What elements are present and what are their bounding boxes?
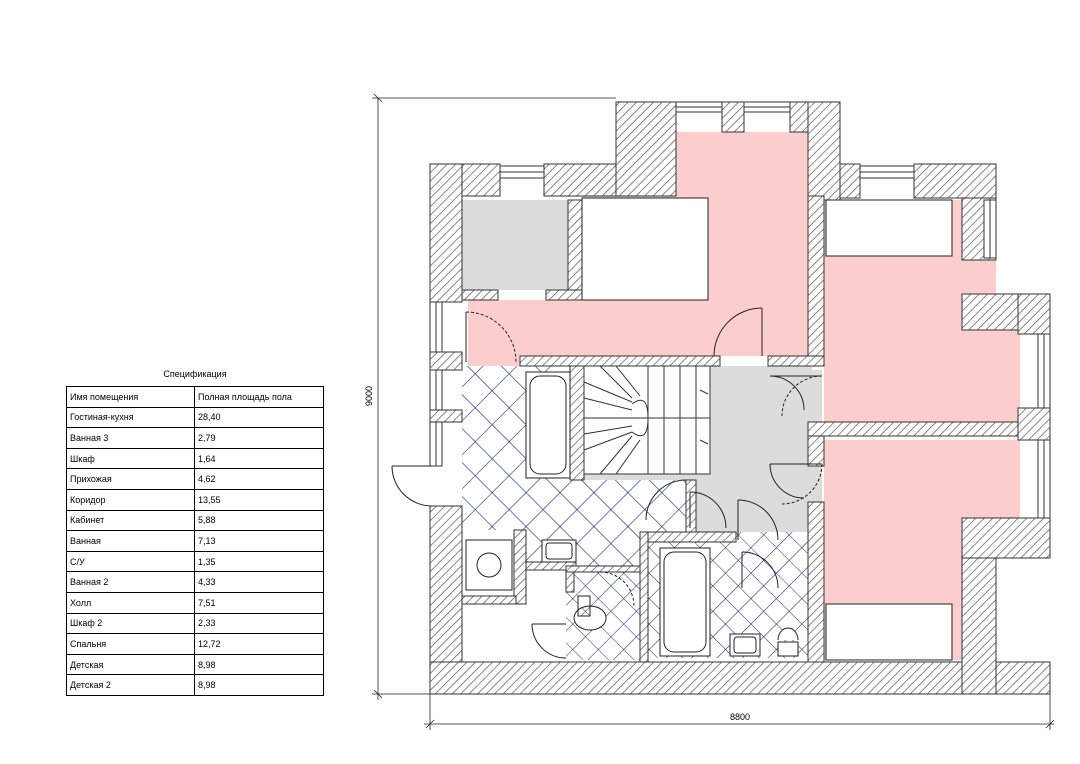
room-name: Ванная 2: [66, 571, 195, 593]
room-name: Ванная: [66, 530, 195, 552]
staircase: [583, 365, 711, 475]
spec-header-name: Имя помещения: [66, 386, 195, 408]
room-area: 1,35: [194, 550, 324, 573]
room-area: 8,98: [194, 653, 324, 676]
bathtub-1: [525, 371, 571, 479]
room-name: С/У: [66, 550, 195, 573]
room-area: 8,98: [194, 674, 324, 696]
room-name: Прихожая: [66, 468, 195, 490]
room-name: Холл: [66, 591, 195, 614]
room-name: Шкаф: [66, 447, 195, 470]
room-area: 28,40: [194, 406, 324, 429]
room-name: Детская: [66, 653, 195, 676]
spec-table: Имя помещения Полная площадь пола Гостин…: [66, 386, 324, 696]
washing-machine: [465, 539, 513, 591]
spec-title: Спецификация: [163, 369, 227, 379]
dimension-lines: [372, 93, 1055, 730]
room-area: 7,13: [194, 530, 324, 552]
room-area: 13,55: [194, 488, 324, 511]
windows: [429, 101, 1051, 519]
room-area: 1,64: [194, 447, 324, 470]
room-name: Коридор: [66, 488, 195, 511]
room-name: Ванная 3: [66, 427, 195, 449]
sink-1: [541, 539, 577, 563]
room-area: 2,79: [194, 427, 324, 449]
spec-header-row: Имя помещения Полная площадь пола: [66, 386, 324, 408]
furniture: [465, 197, 953, 661]
room-name: Шкаф 2: [66, 612, 195, 635]
bathtub-2: [659, 547, 711, 657]
toilet-2: [777, 627, 799, 657]
sink-2: [729, 633, 761, 657]
walls: [429, 101, 1051, 695]
dim-width-label: 8800: [730, 712, 750, 722]
doors: [391, 307, 823, 659]
spec-header-area: Полная площадь пола: [194, 386, 324, 408]
dim-height-label: 9000: [364, 386, 374, 406]
kitchen-unit: [581, 197, 709, 301]
room-area: 4,62: [194, 468, 324, 490]
bed-bedroom: [825, 199, 953, 257]
room-area: 5,88: [194, 509, 324, 532]
room-area: 4,33: [194, 571, 324, 593]
room-area: 7,51: [194, 591, 324, 614]
room-name: Кабинет: [66, 509, 195, 532]
bed-children: [825, 603, 953, 661]
room-name: Детская 2: [66, 674, 195, 696]
room-closet: [462, 200, 570, 290]
toilet-1: [573, 595, 607, 631]
room-name: Спальня: [66, 633, 195, 655]
room-name: Гостиная-кухня: [66, 406, 195, 429]
room-area: 2,33: [194, 612, 324, 635]
room-area: 12,72: [194, 633, 324, 655]
